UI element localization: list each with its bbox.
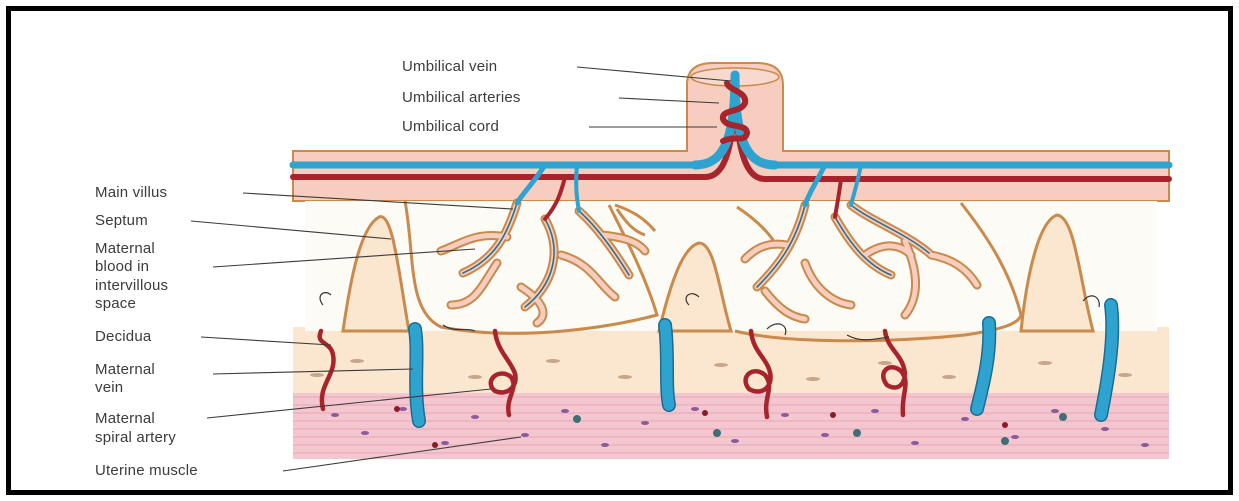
label-umbilical-vein: Umbilical vein [402, 58, 497, 75]
label-spiral-artery-line1: Maternal [95, 410, 155, 427]
label-maternal-blood-line2: blood in [95, 258, 149, 275]
label-main-villus: Main villus [95, 184, 167, 201]
label-umbilical-arteries: Umbilical arteries [402, 89, 521, 106]
label-umbilical-cord: Umbilical cord [402, 118, 499, 135]
label-maternal-blood-line3: intervillous [95, 277, 168, 294]
figure-frame: Umbilical vein Umbilical arteries Umbili… [6, 6, 1233, 495]
label-maternal-vein-line1: Maternal [95, 361, 155, 378]
label-septum: Septum [95, 212, 148, 229]
label-spiral-artery-line2: spiral artery [95, 429, 176, 446]
placenta-diagram: Umbilical vein Umbilical arteries Umbili… [11, 11, 1233, 495]
label-uterine-muscle: Uterine muscle [95, 462, 198, 479]
label-decidua: Decidua [95, 328, 152, 345]
label-maternal-blood-line1: Maternal [95, 240, 155, 257]
decidua-layer [293, 327, 1169, 393]
label-maternal-blood-line4: space [95, 295, 136, 312]
label-maternal-vein-line2: vein [95, 379, 123, 396]
